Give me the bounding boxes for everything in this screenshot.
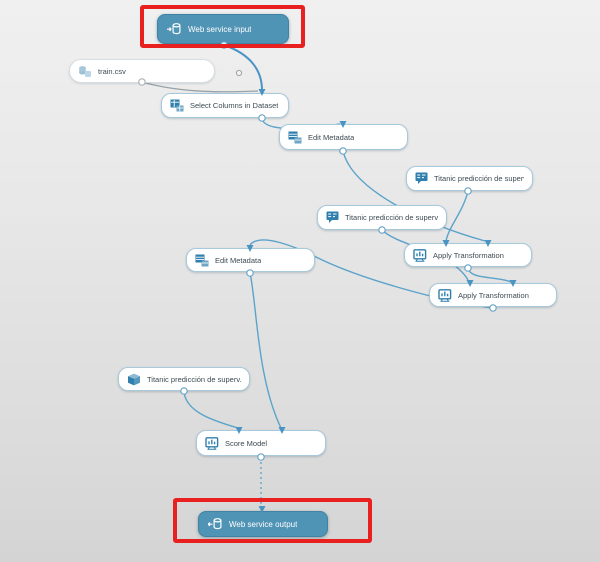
monitor-chart-icon: [438, 288, 452, 302]
node-apply-transformation-2[interactable]: Apply Transformation: [429, 283, 557, 307]
metadata-icon: [288, 131, 302, 144]
node-apply-transformation-1[interactable]: Apply Transformation: [404, 243, 532, 267]
node-label: Edit Metadata: [215, 255, 262, 265]
node-train-csv[interactable]: train.csv: [69, 59, 215, 83]
dataset-icon-svg: [79, 65, 91, 77]
cube-model-icon-svg: [128, 373, 140, 385]
web-service-input-icon: [166, 22, 182, 36]
web-service-output-icon: [207, 517, 223, 531]
node-label: Select Columns in Dataset: [190, 101, 279, 110]
web-service-output-icon-svg: [207, 518, 222, 530]
wire-applytransformation1-to-applytransformation2: [467, 267, 512, 283]
web-service-input-icon-svg: [167, 23, 181, 35]
monitor-chart-icon-svg3: [205, 436, 219, 450]
metadata-icon-svg2: [195, 254, 209, 266]
table-columns-icon-svg: [170, 99, 184, 112]
node-titanic-transformation-2[interactable]: Titanic predicción de superv...: [317, 205, 447, 230]
monitor-chart-icon-svg2: [438, 288, 452, 302]
transformation-icon-svg: [415, 172, 428, 184]
transformation-icon-svg2: [326, 211, 339, 223]
node-label: Titanic predicción de superv...: [434, 174, 524, 183]
node-label: Titanic predicción de superv...: [147, 374, 241, 384]
dataset-icon: [78, 65, 92, 78]
cube-model-icon: [127, 373, 141, 386]
node-titanic-trained-model[interactable]: Titanic predicción de superv...: [118, 367, 250, 391]
monitor-chart-icon-svg: [413, 248, 427, 262]
table-columns-icon: [170, 99, 184, 112]
node-label: Edit Metadata: [308, 132, 355, 142]
wire-editmetadata2-to-scoremodel: [249, 272, 282, 429]
node-label: train.csv: [98, 66, 126, 76]
node-label: Score Model: [225, 438, 268, 448]
wire-traincsv-to-selectcolumns: [141, 81, 259, 93]
transformation-icon: [415, 172, 428, 185]
node-edit-metadata-2[interactable]: Edit Metadata: [186, 248, 315, 272]
wire-titanic3-to-scoremodel: [183, 390, 239, 429]
transformation-icon: [326, 211, 339, 224]
node-titanic-transformation-1[interactable]: Titanic predicción de superv...: [406, 166, 533, 191]
node-label: Web service input: [188, 24, 252, 34]
wire-titanic1-to-applytransformation1: [445, 190, 469, 242]
metadata-icon-svg: [288, 131, 302, 143]
wire-joint-dot: [235, 69, 243, 77]
node-web-service-input[interactable]: Web service input: [157, 14, 289, 44]
node-score-model[interactable]: Score Model: [196, 430, 326, 456]
highlight-rectangle-top: [140, 5, 305, 48]
monitor-chart-icon: [413, 248, 427, 262]
node-edit-metadata-1[interactable]: Edit Metadata: [279, 124, 408, 150]
node-label: Web service output: [229, 519, 298, 529]
node-label: Apply Transformation: [433, 250, 504, 260]
monitor-chart-icon: [205, 436, 219, 450]
node-web-service-output[interactable]: Web service output: [198, 511, 328, 537]
highlight-rectangle-bottom: [173, 498, 372, 543]
node-label: Apply Transformation: [458, 290, 529, 300]
node-select-columns[interactable]: Select Columns in Dataset: [161, 93, 289, 118]
wire-wsinput-to-selectcolumns: [223, 44, 263, 91]
metadata-icon: [195, 254, 209, 267]
node-label: Titanic predicción de superv...: [345, 213, 438, 222]
